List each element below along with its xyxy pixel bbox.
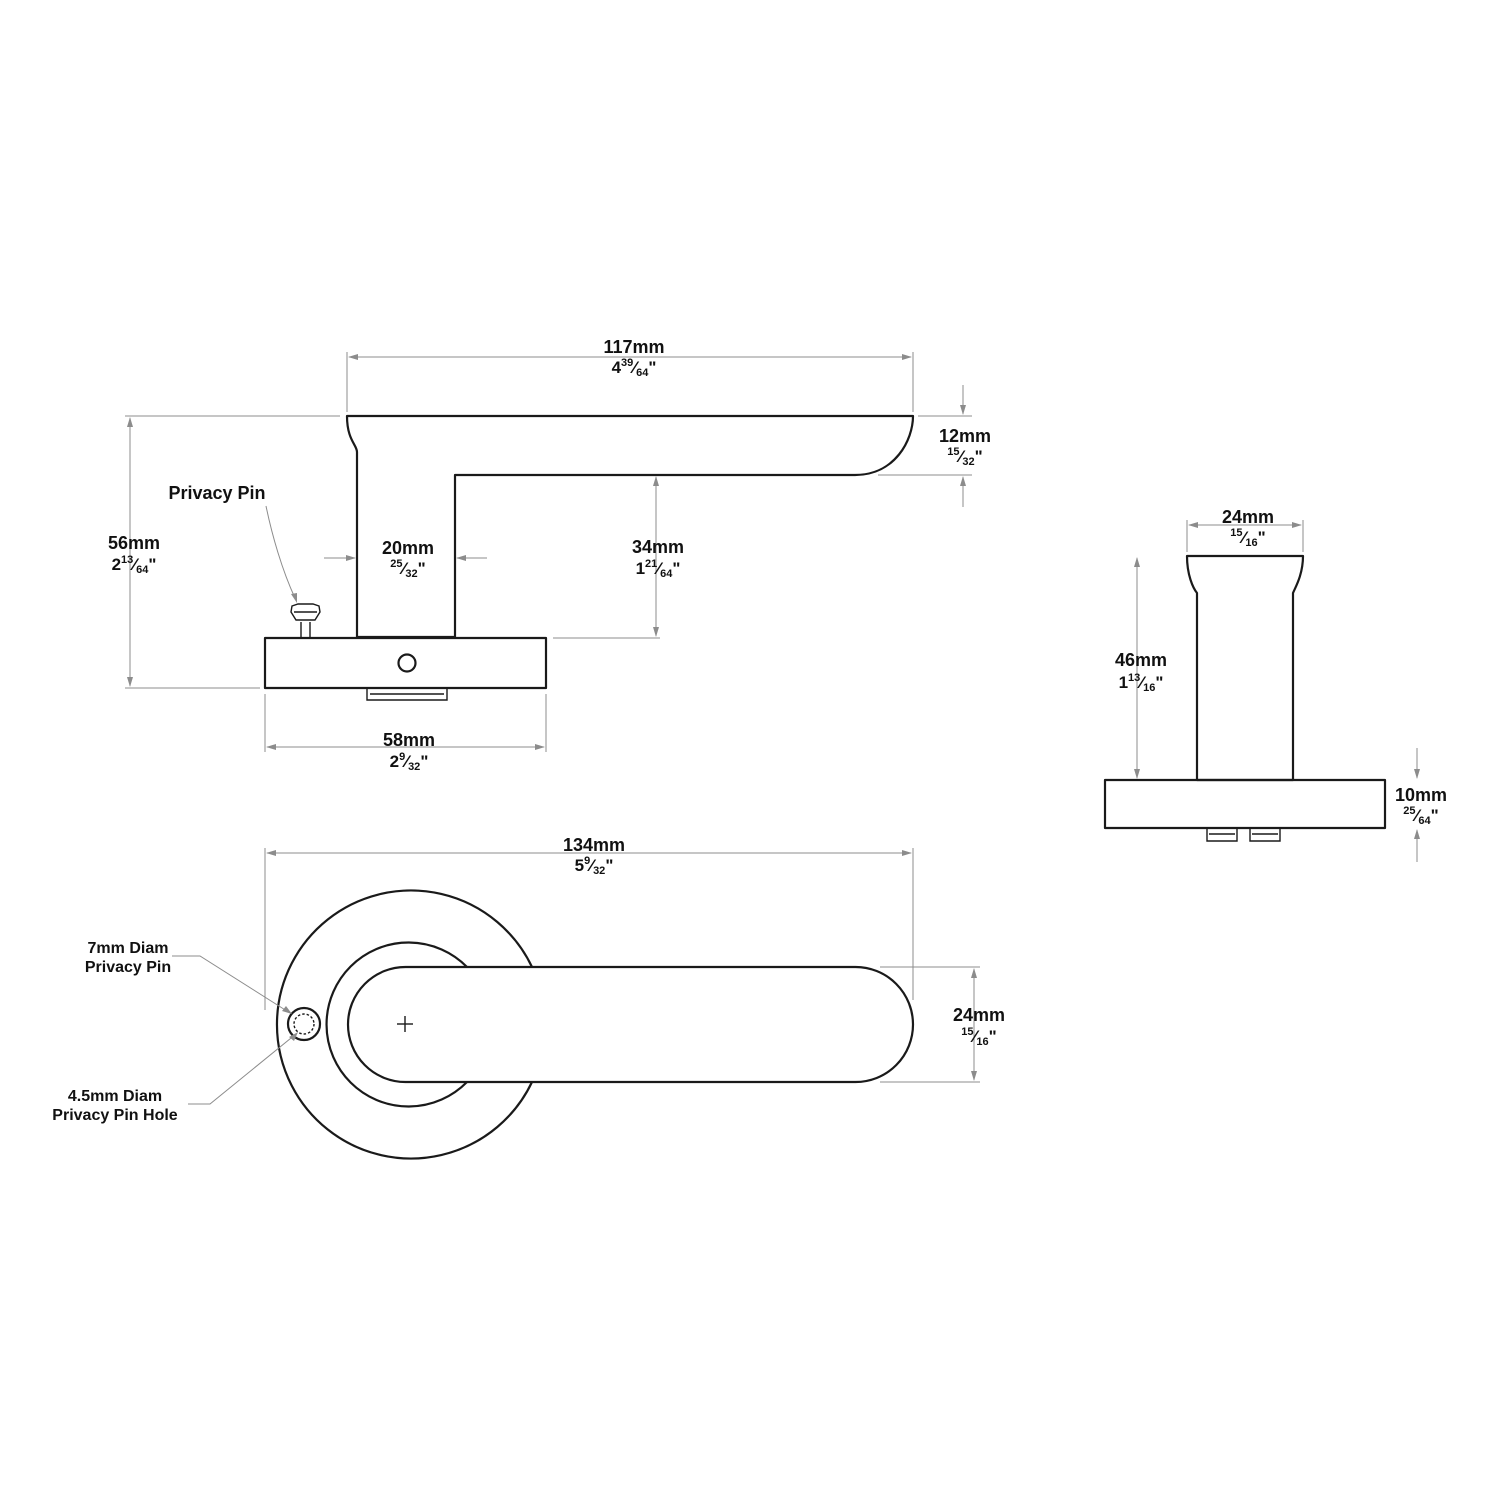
dim-12-in: 15⁄32" (947, 446, 982, 468)
end-view: 24mm 15⁄16" 46mm 113⁄16" 10mm 25⁄64" (1103, 507, 1447, 862)
hole-diam-label-line1: 4.5mm Diam (68, 1088, 162, 1105)
privacy-pin-label: Privacy Pin (168, 483, 265, 503)
dim-end-10-mm: 10mm (1395, 785, 1447, 805)
privacy-pin-circle (286, 1006, 322, 1042)
dim-end-46-mm: 46mm (1115, 650, 1167, 670)
privacy-pin-knob (290, 603, 321, 638)
spindle-nubs (1206, 828, 1281, 842)
lever-end-profile (1185, 554, 1305, 782)
dim-end-24-in: 15⁄16" (1230, 527, 1265, 549)
dim-top-24-in: 15⁄16" (961, 1026, 996, 1048)
dim-117-mm: 117mm (603, 337, 664, 357)
side-view: 117mm 439⁄64" 12mm 15⁄32" 56mm 213⁄64" 2… (108, 337, 991, 773)
dim-top-24-mm: 24mm (953, 1005, 1005, 1025)
dim-117-in: 439⁄64" (612, 357, 657, 379)
dim-134-in: 59⁄32" (575, 855, 614, 877)
dim-end-10-in: 25⁄64" (1403, 805, 1438, 827)
rose-outer-circle (275, 889, 534, 1160)
dim-end-24-mm: 24mm (1222, 507, 1274, 527)
dim-58-mm: 58mm (383, 730, 435, 750)
dim-56-in: 213⁄64" (112, 554, 157, 576)
rose-inner-circle (325, 941, 469, 1108)
dim-34-mm: 34mm (632, 537, 684, 557)
pin-diam-label-line2: Privacy Pin (85, 959, 171, 976)
dim-end-46-in: 113⁄16" (1119, 672, 1164, 694)
dim-20-mm: 20mm (382, 538, 434, 558)
pin-diam-label-line1: 7mm Diam (88, 940, 169, 957)
dim-34-in: 121⁄64" (636, 558, 681, 580)
top-view: 134mm 59⁄32" 24mm 15⁄16" 7mm Diam Privac… (52, 835, 1005, 1160)
dim-58-in: 29⁄32" (390, 751, 429, 773)
hole-diam-label-line2: Privacy Pin Hole (52, 1107, 177, 1124)
dim-56-mm: 56mm (108, 533, 160, 553)
privacy-pin-hole (293, 1013, 315, 1035)
spindle-base (366, 688, 448, 701)
dim-134-mm: 134mm (563, 835, 625, 855)
dim-12-mm: 12mm (939, 426, 991, 446)
rose-side (263, 636, 548, 690)
dim-20-in: 25⁄32" (390, 558, 425, 580)
rose-end (1103, 778, 1387, 830)
set-screw-hole (397, 653, 417, 673)
lever-top-body (346, 965, 915, 1084)
center-mark (397, 1016, 413, 1032)
lever-side-profile (345, 414, 915, 639)
